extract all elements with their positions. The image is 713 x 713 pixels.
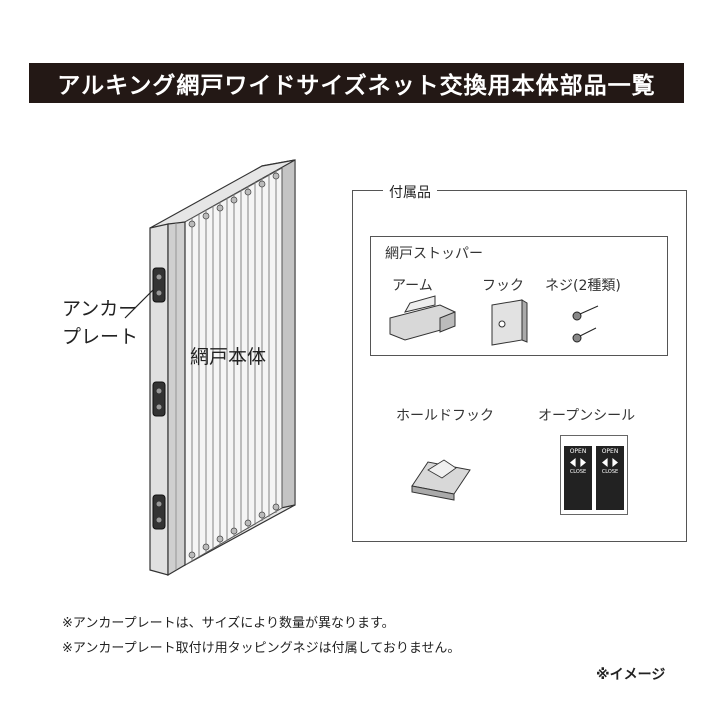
hold-hook-label: ホールドフック bbox=[396, 408, 494, 424]
accessories-title: 付属品 bbox=[383, 182, 437, 202]
arm-part bbox=[389, 295, 456, 341]
open-seal-sticker: OPEN OPEN CLOSE CLOSE bbox=[560, 435, 628, 515]
accessories-box bbox=[352, 190, 687, 542]
note-line-2: ※アンカープレート取付け用タッピングネジは付属しておりません。 bbox=[62, 641, 461, 656]
close-text-right: CLOSE bbox=[601, 469, 619, 475]
hook-part bbox=[491, 299, 528, 346]
screw-label: ネジ(2種類) bbox=[545, 278, 621, 294]
anchor-plate-label-line1: アンカー bbox=[62, 298, 138, 320]
stopper-title: 網戸ストッパー bbox=[385, 246, 483, 262]
open-seal-label: オープンシール bbox=[538, 408, 636, 424]
open-text-left: OPEN bbox=[569, 448, 587, 455]
arm-label: アーム bbox=[392, 278, 433, 294]
anchor-plate-label-line2: プレート bbox=[62, 326, 139, 348]
image-note: ※イメージ bbox=[596, 667, 666, 683]
open-text-right: OPEN bbox=[601, 448, 619, 455]
close-text-left: CLOSE bbox=[569, 469, 587, 475]
door-body-label: 網戸本体 bbox=[190, 346, 267, 368]
stopper-box bbox=[370, 236, 668, 356]
hook-label: フック bbox=[482, 278, 524, 294]
note-line-1: ※アンカープレートは、サイズにより数量が異なります。 bbox=[62, 616, 395, 631]
screws-part bbox=[572, 305, 599, 343]
page-title: アルキング網戸ワイドサイズネット交換用本体部品一覧 bbox=[29, 63, 684, 103]
